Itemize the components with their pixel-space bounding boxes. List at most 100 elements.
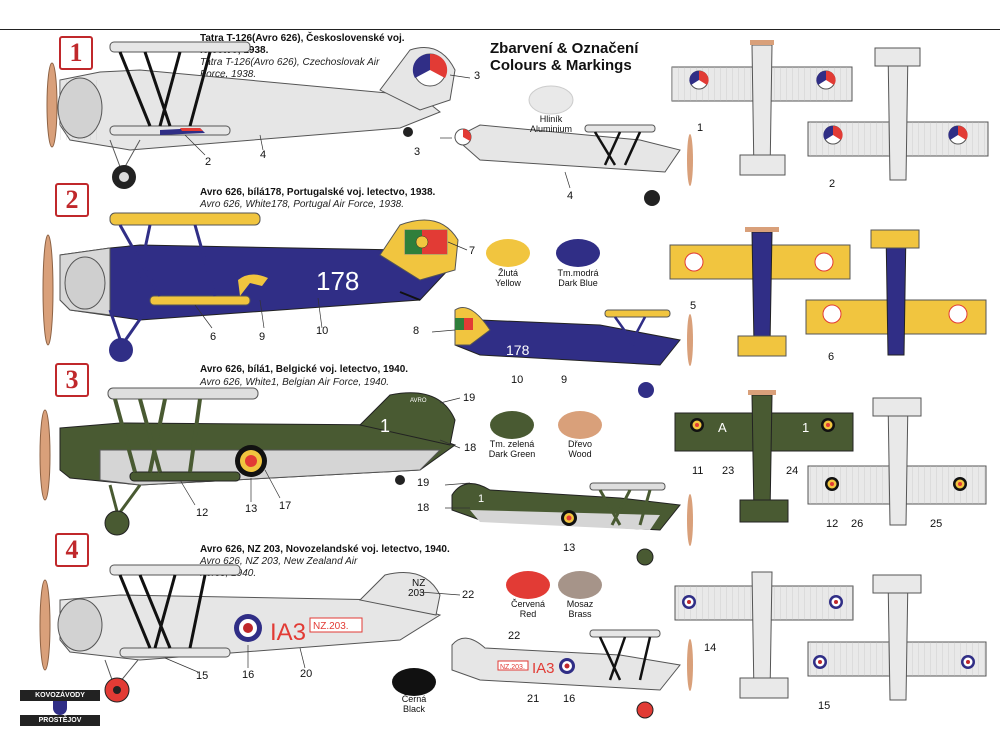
callout-4: 4	[260, 149, 267, 161]
struts	[118, 51, 212, 127]
callout-3b: 3	[414, 146, 421, 158]
callout-2: 2	[205, 156, 212, 168]
callout-10: 10	[316, 325, 329, 337]
variant-number: 2	[65, 185, 79, 214]
propeller	[42, 234, 54, 346]
fuselage-serial: NZ.203.	[313, 621, 349, 632]
swatch-label-dark-blue-cz: Tm.modrá	[557, 268, 599, 278]
fuselage-number: 178	[316, 266, 359, 296]
callout-1: 1	[697, 122, 704, 134]
profile-2-side-view: 178	[42, 212, 459, 362]
swatch-label-brass-cz: Mosaz	[566, 599, 594, 609]
callout-4b: 4	[567, 190, 574, 202]
kangaroo-emblem	[238, 274, 268, 296]
plan-view-1-top	[671, 40, 853, 176]
heading-cz: Zbarvení & Označení	[490, 40, 639, 57]
callout-13: 13	[245, 503, 258, 515]
swatch-label-red-cz: Červená	[510, 599, 546, 609]
swatch-yellow	[486, 239, 530, 267]
fuselage-code: IA3	[270, 619, 306, 646]
variant-badge-2: 2	[55, 183, 89, 217]
leader-lines	[164, 74, 571, 673]
lower-wing	[129, 471, 241, 482]
variant-number: 3	[65, 365, 79, 394]
profile-4-side-view: IA3 NZ.203. NZ 203	[39, 564, 442, 703]
callout-20: 20	[300, 668, 313, 680]
top-rule	[0, 29, 1000, 30]
variant-2-title-en: Avro 626, White178, Portugal Air Force, …	[200, 199, 404, 210]
plan-view-4-bottom	[807, 574, 987, 701]
swatch-label-dark-green-cz: Tm. zelená	[489, 439, 535, 449]
small-profile-2: 178	[454, 307, 693, 398]
swatch-brass	[558, 571, 602, 599]
swatch-label-yellow-en: Yellow	[495, 278, 521, 288]
fin-serial-line1: NZ	[412, 578, 425, 589]
wing-number: 1	[802, 420, 809, 435]
swatch-label-yellow-cz: Žlutá	[497, 268, 518, 278]
callout-16b: 16	[563, 693, 576, 705]
callout-5: 5	[690, 300, 697, 312]
fuselage	[59, 69, 441, 151]
variant-number: 1	[69, 38, 83, 67]
swatch-label-brass-en: Brass	[568, 609, 592, 619]
plan-view-3-top: A 1	[674, 390, 854, 523]
swatch-label-aluminium-en: Aluminium	[529, 124, 572, 134]
variant-4-title-cz: Avro 626, NZ 203, Novozelandské voj. let…	[200, 544, 450, 555]
manufacturer-logo: KOVOZÁVODY PROSTĚJOV	[20, 690, 100, 728]
callout-25: 25	[930, 518, 943, 530]
callout-11: 11	[692, 465, 704, 477]
logo-line2: PROSTĚJOV	[20, 715, 100, 726]
callout-9b: 9	[561, 374, 568, 386]
logo-shield	[53, 701, 67, 715]
wheel	[104, 510, 130, 536]
callout-19: 19	[463, 392, 476, 404]
upper-wing	[107, 387, 259, 400]
variant-1-title-en: Tatra T-126(Avro 626), Czechoslovak Air …	[200, 57, 380, 80]
small-fuselage-number: 178	[506, 342, 530, 358]
swatch-label-red-en: Red	[519, 609, 537, 619]
callout-21: 21	[527, 693, 540, 705]
callout-22b: 22	[508, 630, 521, 642]
propeller	[39, 579, 51, 671]
wing-letter: A	[718, 420, 727, 435]
swatch-label-dark-green-en: Dark Green	[488, 449, 536, 459]
plan-view-4-top	[674, 571, 854, 699]
struts	[118, 224, 217, 297]
callout-9: 9	[259, 331, 266, 343]
heading-en: Colours & Markings	[490, 57, 632, 74]
swatch-label-wood-en: Wood	[568, 449, 592, 459]
small-fuselage-serial: NZ.203.	[500, 664, 525, 671]
profile-3-side-view: 1 AVRO	[39, 387, 457, 536]
callout-10b: 10	[511, 374, 524, 386]
callout-18b: 18	[417, 502, 430, 514]
small-profile-3: 1	[451, 482, 693, 566]
lower-wing	[149, 295, 251, 306]
callout-24: 24	[786, 465, 799, 477]
variant-number: 4	[65, 535, 79, 564]
profile-1-side-view	[46, 41, 456, 189]
callout-16: 16	[242, 669, 255, 681]
callout-26: 26	[851, 518, 864, 530]
callout-6b: 6	[828, 351, 835, 363]
swatch-aluminium	[528, 85, 574, 115]
callout-7: 7	[469, 245, 476, 257]
wheel	[109, 338, 133, 362]
swatch-red	[506, 571, 550, 599]
swatch-dark-blue	[556, 239, 600, 267]
raf-roundel	[234, 614, 262, 642]
variant-3-title-cz: Avro 626, bílá1, Belgické voj. letectvo,…	[200, 364, 409, 375]
czechoslovak-roundel	[412, 53, 448, 87]
variant-badge-1: 1	[59, 36, 93, 70]
swatch-black	[392, 668, 436, 696]
lower-wing	[119, 647, 231, 658]
callout-23: 23	[722, 465, 735, 477]
callout-22: 22	[462, 589, 475, 601]
swatch-label-wood-cz: Dřevo	[567, 439, 592, 449]
callout-14: 14	[704, 642, 717, 654]
callout-18: 18	[464, 442, 477, 454]
plan-view-2-top	[669, 227, 851, 357]
swatch-label-black-en: Black	[402, 704, 425, 714]
variant-3-title-en: Avro 626, White1, Belgian Air Force, 194…	[200, 377, 389, 388]
callout-12: 12	[196, 507, 209, 519]
